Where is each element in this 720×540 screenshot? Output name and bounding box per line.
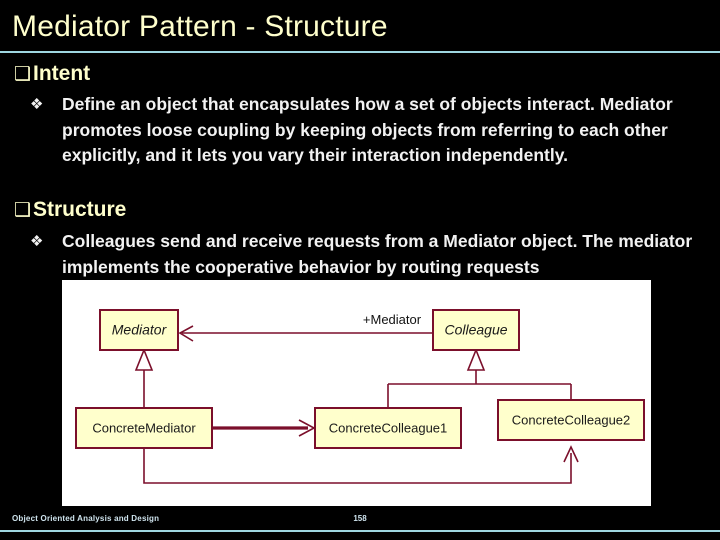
open-arrow-icon — [178, 325, 194, 342]
assoc-mediator-to-colleague2 — [143, 448, 572, 484]
section-body-structure-text: Colleagues send and receive requests fro… — [62, 231, 693, 277]
uml-box-colleague-label: Colleague — [444, 322, 507, 338]
uml-box-concrete-colleague2[interactable]: ConcreteColleague2 — [497, 399, 645, 441]
diamond-bullet-icon: ❖ — [30, 96, 44, 113]
square-bullet-icon: ❑ — [14, 200, 32, 221]
section-heading-structure-label: Structure — [33, 198, 127, 221]
assoc-label-mediator: +Mediator — [363, 312, 422, 327]
uml-class-diagram: Mediator Colleague ConcreteMediator Conc… — [62, 280, 651, 506]
uml-box-mediator[interactable]: Mediator — [99, 309, 179, 351]
open-arrow-icon — [563, 445, 579, 463]
uml-box-concrete-mediator[interactable]: ConcreteMediator — [75, 407, 213, 449]
section-body-intent: ❖ Define an object that encapsulates how … — [30, 92, 720, 169]
section-heading-structure: ❑Structure — [14, 197, 126, 224]
section-heading-intent-label: Intent — [33, 62, 91, 85]
uml-box-concrete-colleague2-label: ConcreteColleague2 — [512, 412, 631, 427]
uml-box-concrete-colleague1-label: ConcreteColleague1 — [329, 420, 448, 435]
diamond-bullet-icon: ❖ — [30, 233, 44, 250]
section-body-structure: ❖ Colleagues send and receive requests fr… — [30, 229, 720, 280]
section-heading-intent: ❑Intent — [14, 61, 90, 88]
page-title: Mediator Pattern - Structure — [12, 10, 388, 43]
hollow-triangle-icon — [466, 347, 486, 371]
uml-box-concrete-colleague1[interactable]: ConcreteColleague1 — [314, 407, 462, 449]
footer-course-title: Object Oriented Analysis and Design — [12, 514, 160, 523]
footer-page-number: 158 — [353, 514, 367, 523]
section-body-intent-text: Define an object that encapsulates how a… — [62, 94, 673, 165]
square-bullet-icon: ❑ — [14, 64, 32, 85]
hollow-triangle-icon — [134, 347, 154, 371]
uml-box-colleague[interactable]: Colleague — [432, 309, 520, 351]
uml-box-concrete-mediator-label: ConcreteMediator — [92, 420, 196, 435]
title-divider — [0, 51, 720, 53]
uml-box-mediator-label: Mediator — [112, 322, 168, 338]
footer-divider — [0, 530, 720, 532]
